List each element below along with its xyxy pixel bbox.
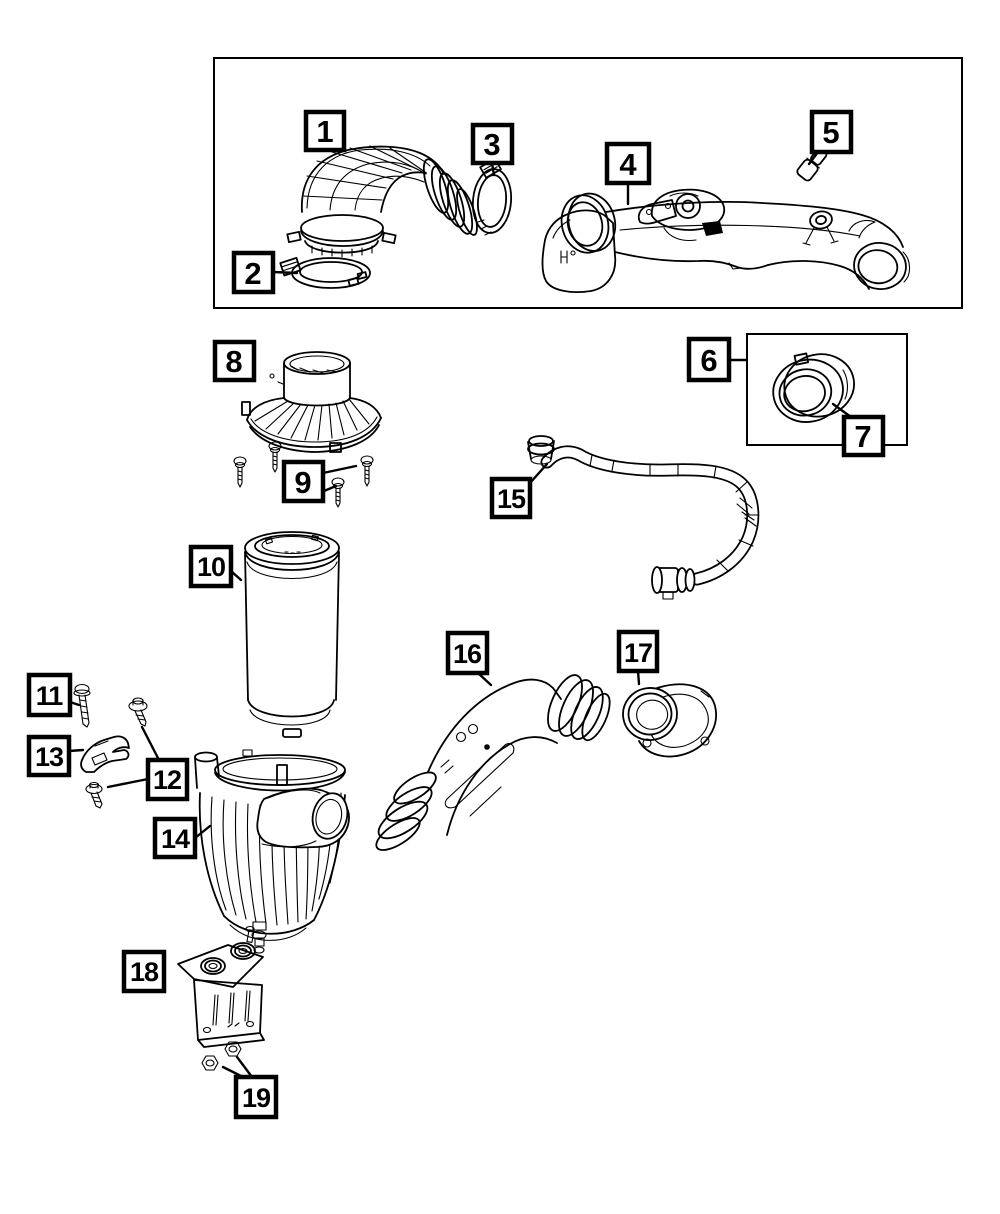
callout-2-leader <box>271 270 299 275</box>
part-1-elbow-air-duct <box>286 145 478 258</box>
callout-11: 11 <box>26 672 73 718</box>
part-15-vent-hose <box>527 435 760 600</box>
callout-5-label: 5 <box>822 115 839 150</box>
callout-9: 9 <box>281 459 326 504</box>
part-17-inlet-duct <box>622 683 717 758</box>
part-9-screws <box>233 441 374 508</box>
part-12-screws <box>85 697 148 809</box>
callout-16: 16 <box>445 630 490 676</box>
callout-15-box <box>489 476 533 520</box>
callout-17-label: 17 <box>624 638 652 668</box>
callout-6-label: 6 <box>700 343 717 378</box>
callout-2-label: 2 <box>244 256 261 291</box>
callout-15-leader <box>528 462 549 485</box>
callout-12-leader-b <box>106 777 150 789</box>
callout-1-box <box>303 109 347 153</box>
callout-1-label: 1 <box>316 114 333 149</box>
callout-18: 18 <box>121 949 167 994</box>
callout-4-label: 4 <box>619 147 637 182</box>
callout-10: 10 <box>188 544 234 589</box>
callout-14-label: 14 <box>161 824 190 854</box>
callout-3-label: 3 <box>483 127 500 162</box>
callout-9-box <box>281 459 326 504</box>
part-11-bolt <box>73 683 91 728</box>
callout-5-box <box>809 109 854 155</box>
part-19-nuts <box>201 1041 242 1071</box>
part-10-filter-element <box>244 531 340 738</box>
callout-16-label: 16 <box>453 639 482 669</box>
callout-4: 4 <box>604 141 652 186</box>
callout-17: 17 <box>616 629 660 674</box>
part-13-bracket <box>80 735 130 773</box>
callout-6-box <box>686 336 732 383</box>
callout-5: 5 <box>809 109 854 155</box>
callout-15-label: 15 <box>497 484 526 514</box>
part-4-air-inlet-duct <box>541 188 911 294</box>
part-8-air-cleaner-cover <box>241 351 382 453</box>
callout-2: 2 <box>231 250 276 295</box>
callout-8: 8 <box>212 339 257 383</box>
callout-10-label: 10 <box>197 552 225 582</box>
callout-11-label: 11 <box>36 681 64 711</box>
callout-7-box <box>841 414 886 458</box>
callout-3-box <box>470 122 515 166</box>
callout-1: 1 <box>303 109 347 153</box>
callout-16-box <box>445 630 490 676</box>
callout-13: 13 <box>26 734 72 778</box>
part-16-air-duct <box>375 674 611 851</box>
callout-13-box <box>26 734 72 778</box>
callout-13-leader <box>67 748 85 753</box>
callout-10-box <box>188 544 234 589</box>
callout-15: 15 <box>489 476 533 520</box>
callout-17-box <box>616 629 660 674</box>
callout-9-leader-a <box>321 464 358 475</box>
callout-7-label: 7 <box>854 419 871 454</box>
callout-8-box <box>212 339 257 383</box>
callout-11-box <box>26 672 73 718</box>
callout-7: 7 <box>841 414 886 458</box>
part-14-air-cleaner-body <box>194 749 350 954</box>
callout-8-label: 8 <box>225 344 242 379</box>
callout-13-label: 13 <box>35 742 64 772</box>
callout-3: 3 <box>470 122 515 166</box>
callout-19: 19 <box>233 1074 279 1120</box>
callout-12-label: 12 <box>153 765 181 795</box>
callout-19-leader-b <box>235 1055 254 1079</box>
callout-6: 6 <box>686 336 732 383</box>
callout-9-label: 9 <box>294 465 311 500</box>
callout-4-box <box>604 141 652 186</box>
callout-19-label: 19 <box>242 1083 271 1113</box>
callout-18-box <box>121 949 167 994</box>
callout-14: 14 <box>152 816 198 860</box>
callout-12-leader-a <box>140 725 161 762</box>
callout-19-box <box>233 1074 279 1120</box>
callout-9-leader-b <box>322 484 338 493</box>
callout-12-box <box>145 757 190 802</box>
callout-12: 12 <box>145 757 190 802</box>
part-7-coupler-ring <box>772 352 855 423</box>
callout-14-leader <box>193 824 212 840</box>
callout-2-box <box>231 250 276 295</box>
part-18-mounting-bracket <box>177 925 265 1048</box>
callout-14-box <box>152 816 198 860</box>
callout-18-label: 18 <box>130 957 159 987</box>
